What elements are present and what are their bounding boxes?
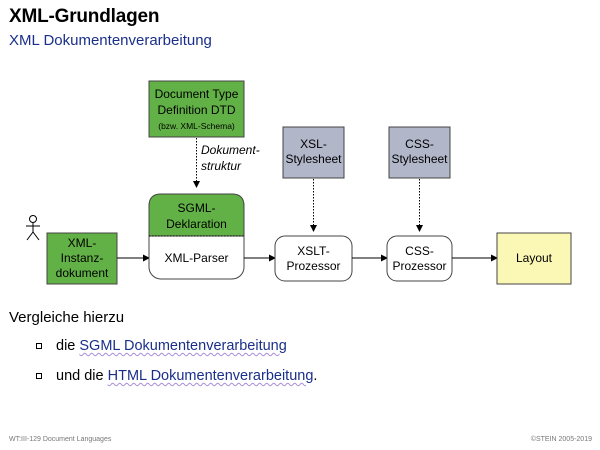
xslt-processor-box: XSLT- Prozessor	[274, 235, 353, 282]
footer-copyright: ©STEIN 2005-2019	[530, 436, 592, 443]
dtd-annotation-line1: Dokument-	[201, 143, 260, 157]
css-processor-box: CSS- Prozessor	[386, 235, 453, 282]
compare-list: die SGML Dokumentenverarbeitung und die …	[36, 338, 317, 398]
list-item-prefix: die	[56, 338, 80, 354]
footer-course-label: WT:III-129 Document Languages	[9, 436, 112, 443]
layout-box: Layout	[496, 232, 572, 285]
dtd-box: Document Type Definition DTD (bzw. XML-S…	[148, 80, 245, 138]
instance-label-line2: Instanz-	[61, 251, 104, 265]
cssproc-label-line1: CSS-	[405, 244, 434, 258]
page-title: XML-Grundlagen	[9, 6, 160, 27]
bullet-square-icon	[36, 373, 42, 379]
instance-label-line1: XML-	[68, 236, 97, 250]
sgml-label-line1: SGML-	[177, 201, 215, 215]
sgml-parser-box: SGML- Deklaration XML-Parser	[148, 193, 245, 280]
list-item-prefix: und die	[56, 368, 108, 384]
list-item: die SGML Dokumentenverarbeitung	[36, 338, 317, 368]
cssproc-label-line2: Prozessor	[392, 259, 446, 273]
xsl-label-line2: Stylesheet	[285, 152, 342, 166]
sgml-label-line2: Deklaration	[166, 217, 227, 231]
instance-label-line3: dokument	[56, 266, 109, 280]
list-item-text: die SGML Dokumentenverarbeitung	[56, 338, 287, 354]
html-processing-link[interactable]: HTML Dokumentenverarbeitung	[107, 368, 314, 384]
layout-shape	[496, 232, 572, 285]
list-item-suffix: .	[313, 368, 318, 384]
list-item: und die HTML Dokumentenverarbeitung.	[36, 368, 317, 398]
xsl-label-line1: XSL-	[300, 137, 327, 151]
xsl-stylesheet-box: XSL- Stylesheet	[282, 126, 345, 179]
xslt-label-line1: XSLT-	[297, 244, 329, 258]
dtd-label-line1: Document Type	[155, 87, 239, 101]
xslt-label-line2: Prozessor	[286, 259, 340, 273]
css-label-line2: Stylesheet	[391, 152, 448, 166]
page-subtitle: XML Dokumentenverarbeitung	[9, 32, 212, 49]
dtd-label-line3: (bzw. XML-Schema)	[158, 121, 235, 131]
compare-heading: Vergleiche hierzu	[9, 309, 125, 326]
sgml-processing-link[interactable]: SGML Dokumentenverarbeitung	[79, 338, 287, 354]
dtd-label-line2: Definition DTD	[157, 103, 235, 117]
bullet-square-icon	[36, 343, 42, 349]
layout-label: Layout	[516, 251, 553, 265]
dtd-annotation-line2: struktur	[201, 159, 242, 173]
xsl-stylesheet-shape	[282, 126, 345, 179]
xml-instance-box: XML- Instanz- dokument	[46, 232, 118, 285]
css-stylesheet-box: CSS- Stylesheet	[388, 126, 451, 179]
sgml-declaration-shape	[148, 193, 245, 237]
xml-processing-diagram: Document Type Definition DTD (bzw. XML-S…	[26, 80, 572, 285]
dtd-box-shape	[148, 80, 245, 138]
user-figure-icon	[26, 215, 40, 241]
list-item-text: und die HTML Dokumentenverarbeitung.	[56, 368, 317, 384]
css-label-line1: CSS-	[405, 137, 434, 151]
parser-label: XML-Parser	[164, 251, 228, 265]
css-stylesheet-shape	[388, 126, 451, 179]
